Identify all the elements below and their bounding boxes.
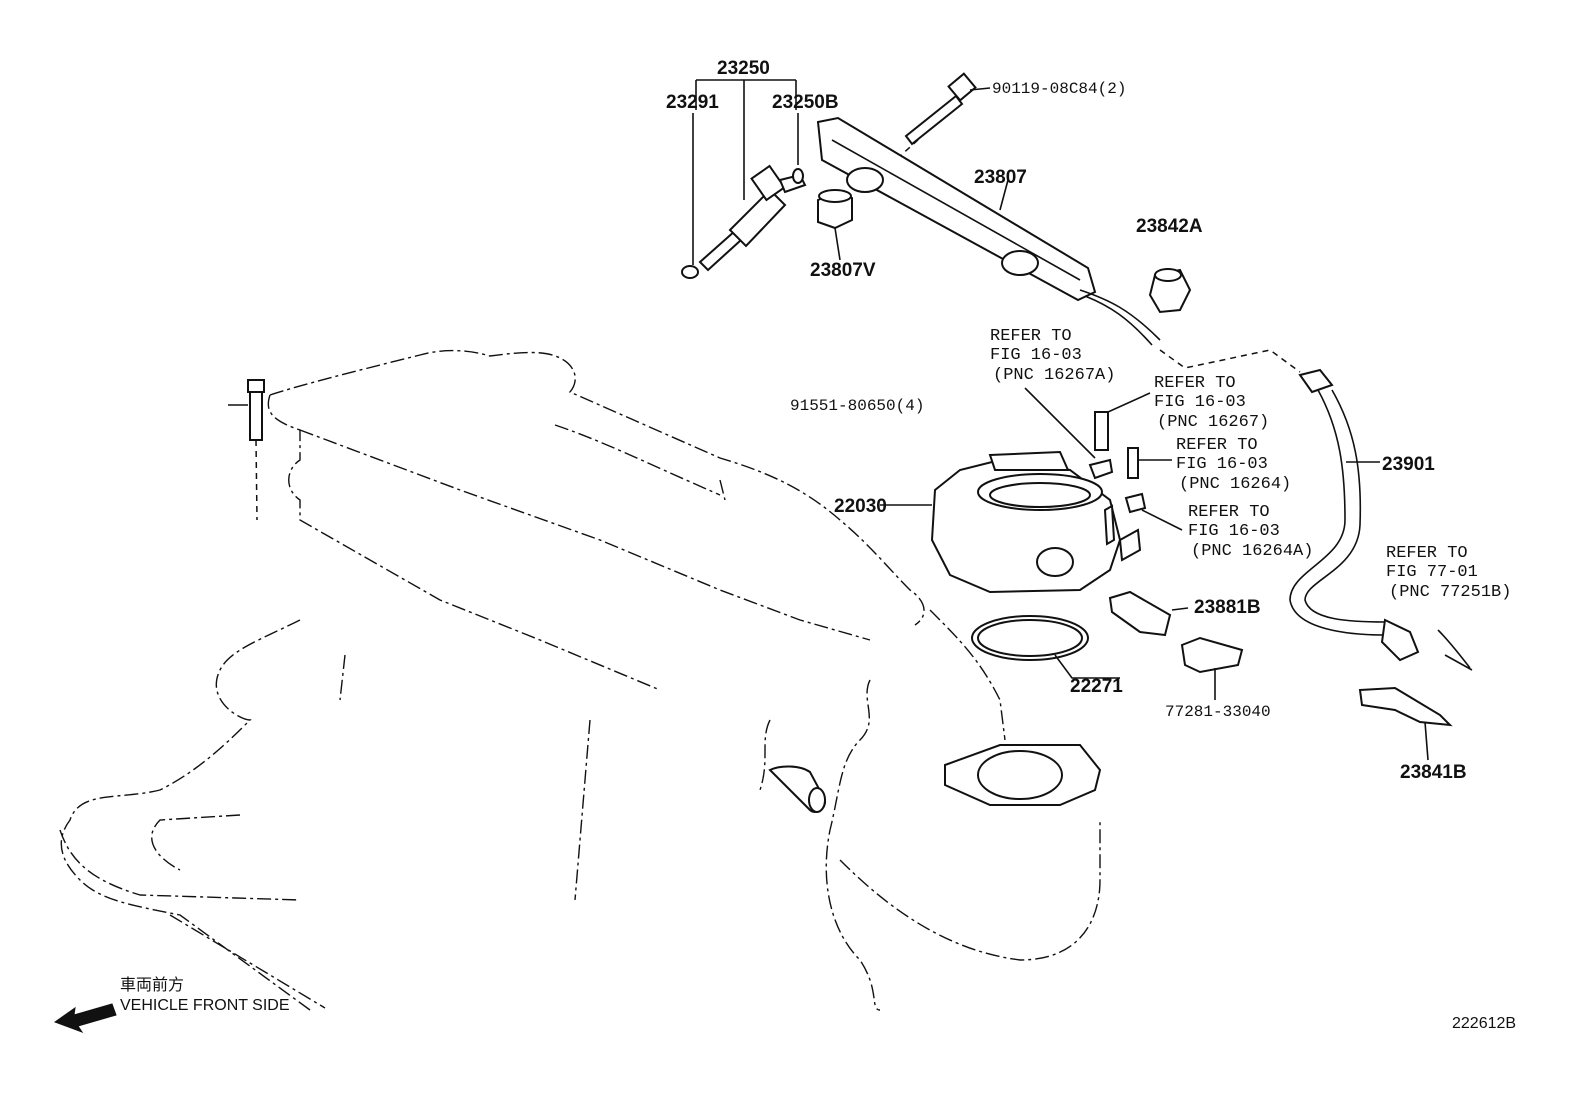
ref-line1: REFER TO <box>990 327 1072 346</box>
ref-line3: (PNC 16264A) <box>1191 542 1313 561</box>
diagram-id: 222612B <box>1452 1015 1516 1032</box>
insulator-23807v <box>817 189 853 261</box>
ref-line1: REFER TO <box>1386 544 1468 563</box>
ref-line3: (PNC 16264) <box>1179 475 1291 494</box>
ref-hose-stubs <box>1024 387 1183 531</box>
label-22271: 22271 <box>1070 676 1123 697</box>
throttle-body <box>880 450 1142 594</box>
ref-line1: REFER TO <box>1176 436 1258 455</box>
label-77281: 77281-33040 <box>1165 703 1271 721</box>
label-23842a: 23842A <box>1136 216 1203 237</box>
label-23807v: 23807V <box>810 260 876 281</box>
ref-note-16267: REFER TO FIG 16-03 (PNC 16267) <box>1154 374 1269 432</box>
vehicle-front-jp: 車両前方 <box>120 976 184 994</box>
ref-line2: FIG 16-03 <box>1154 393 1246 412</box>
label-23250: 23250 <box>717 58 770 79</box>
label-23807: 23807 <box>974 167 1027 188</box>
label-23901: 23901 <box>1382 454 1435 475</box>
label-23250b: 23250B <box>772 92 839 113</box>
bolt-90119 <box>889 72 991 166</box>
injector-leaders <box>692 79 799 265</box>
intake-flange <box>768 744 1102 813</box>
ref-line3: (PNC 16267A) <box>993 366 1115 385</box>
ref-line2: FIG 77-01 <box>1386 563 1478 582</box>
bracket-23881b <box>1108 590 1189 637</box>
ref-line1: REFER TO <box>1188 503 1270 522</box>
fuel-injector <box>681 164 807 279</box>
label-23881b: 23881B <box>1194 597 1261 618</box>
ref-line3: (PNC 77251B) <box>1389 583 1511 602</box>
ref-note-16264a: REFER TO FIG 16-03 (PNC 16264A) <box>1188 503 1313 561</box>
label-90119: 90119-08C84(2) <box>992 80 1126 98</box>
front-arrow-icon <box>53 1003 117 1034</box>
ref-line3: (PNC 16267) <box>1157 413 1269 432</box>
clamp-23842a <box>1148 268 1192 314</box>
vehicle-front-indicator: 車両前方 VEHICLE FRONT SIDE <box>53 976 290 1034</box>
label-22030: 22030 <box>834 496 887 517</box>
label-91551: 91551-80650(4) <box>790 397 924 415</box>
ref-line1: REFER TO <box>1154 374 1236 393</box>
ref-note-77251b: REFER TO FIG 77-01 (PNC 77251B) <box>1386 544 1511 602</box>
clip-23841b <box>1358 686 1453 761</box>
ref-line2: FIG 16-03 <box>1176 455 1268 474</box>
label-23841b: 23841B <box>1400 762 1467 783</box>
engine-outline <box>59 349 1101 1011</box>
ref-line2: FIG 16-03 <box>1188 522 1280 541</box>
fuel-hose <box>1289 368 1473 671</box>
bolt-91551 <box>228 379 265 521</box>
vehicle-front-en: VEHICLE FRONT SIDE <box>120 997 290 1014</box>
gasket-22271 <box>971 615 1120 679</box>
label-23291: 23291 <box>666 92 719 113</box>
clip-77281 <box>1180 636 1244 700</box>
ref-note-16264: REFER TO FIG 16-03 (PNC 16264) <box>1176 436 1291 494</box>
ref-line2: FIG 16-03 <box>990 346 1082 365</box>
fuel-delivery-pipe <box>816 116 1301 373</box>
ref-note-16267a: REFER TO FIG 16-03 (PNC 16267A) <box>990 327 1115 385</box>
